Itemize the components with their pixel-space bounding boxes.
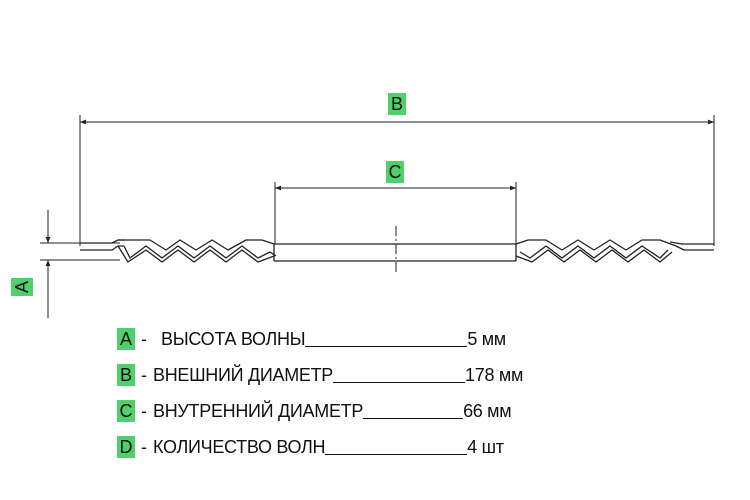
dimension-b <box>79 115 715 246</box>
legend-dash: - <box>141 365 147 385</box>
gasket-profile <box>80 239 714 263</box>
legend-value: 4 шт <box>467 437 504 457</box>
legend-dash: - <box>141 329 147 349</box>
legend-leader-line <box>325 453 468 455</box>
legend-leader-line <box>333 381 466 383</box>
legend-key: A <box>117 328 135 350</box>
legend-name: КОЛИЧЕСТВО ВОЛН <box>153 437 326 457</box>
legend-name: ВНУТРЕННИЙ ДИАМЕТР <box>153 401 364 421</box>
dimension-c <box>274 182 517 244</box>
legend-value: 66 мм <box>463 401 512 421</box>
tag-a: A <box>11 278 33 296</box>
legend-leader-line <box>363 417 464 419</box>
tag-c: C <box>386 161 404 183</box>
legend-row-b: B - ВНЕШНИЙ ДИАМЕТР 178 мм <box>117 362 523 386</box>
legend-dash: - <box>141 401 147 421</box>
legend-row-a: A - ВЫСОТА ВОЛНЫ 5 мм <box>117 326 506 350</box>
legend-value: 178 мм <box>465 365 524 385</box>
legend-key: D <box>117 436 135 458</box>
legend-name: ВНЕШНИЙ ДИАМЕТР <box>153 365 334 385</box>
tag-b: B <box>388 93 406 115</box>
legend-value: 5 мм <box>467 329 506 349</box>
legend-key: B <box>117 364 135 386</box>
legend-name: ВЫСОТА ВОЛНЫ <box>161 329 306 349</box>
legend-dash: - <box>141 437 147 457</box>
legend-row-d: D - КОЛИЧЕСТВО ВОЛН 4 шт <box>117 434 504 458</box>
legend-row-c: C - ВНУТРЕННИЙ ДИАМЕТР 66 мм <box>117 398 512 422</box>
legend-key: C <box>117 400 135 422</box>
legend-leader-line <box>305 345 468 347</box>
